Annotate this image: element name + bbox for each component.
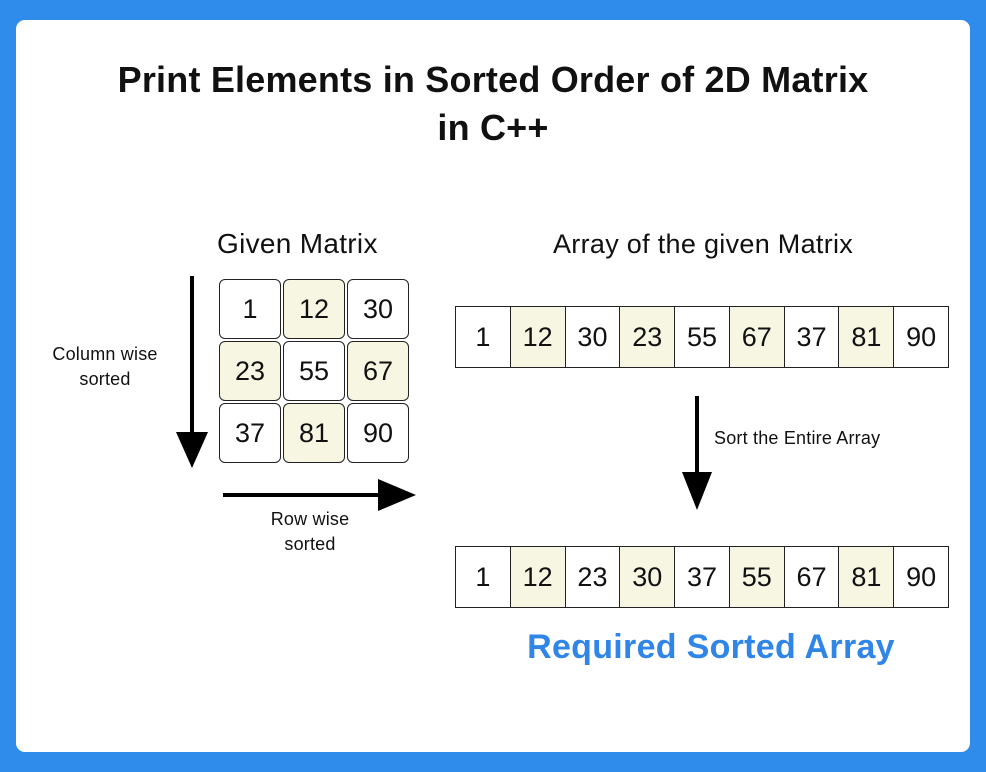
array-cell: 1 — [456, 307, 511, 367]
column-sorted-arrow-icon — [176, 276, 208, 468]
sort-arrow-icon — [682, 396, 712, 510]
array-cell: 12 — [510, 547, 566, 607]
matrix-cell: 12 — [283, 279, 345, 339]
matrix-cell: 81 — [283, 403, 345, 463]
matrix-cell: 30 — [347, 279, 409, 339]
matrix-cell: 67 — [347, 341, 409, 401]
array-cell: 1 — [456, 547, 511, 607]
flattened-array: 1 12 30 23 55 67 37 81 90 — [455, 306, 949, 368]
given-matrix-label: Given Matrix — [217, 228, 378, 259]
array-cell: 81 — [839, 307, 895, 367]
array-cell: 55 — [675, 307, 730, 367]
given-matrix: 1 12 30 23 55 67 37 81 90 — [219, 279, 409, 463]
array-cell: 67 — [784, 547, 840, 607]
array-cell: 67 — [729, 307, 785, 367]
matrix-cell: 55 — [283, 341, 345, 401]
array-cell: 55 — [729, 547, 785, 607]
array-cell: 23 — [620, 307, 676, 367]
array-cell: 30 — [565, 307, 621, 367]
sorted-array-caption: Required Sorted Array — [527, 628, 895, 666]
array-label: Array of the given Matrix — [553, 229, 854, 259]
array-cell: 37 — [784, 307, 840, 367]
row-sorted-arrow-icon — [223, 479, 416, 511]
diagram-card — [16, 20, 970, 752]
title-line-1: Print Elements in Sorted Order of 2D Mat… — [117, 59, 869, 100]
matrix-cell: 90 — [347, 403, 409, 463]
page-title: Print Elements in Sorted Order of 2D Mat… — [0, 56, 986, 152]
matrix-cell: 1 — [219, 279, 281, 339]
array-cell: 37 — [675, 547, 730, 607]
sort-step-label: Sort the Entire Array — [714, 428, 881, 448]
sorted-array: 1 12 23 30 37 55 67 81 90 — [455, 546, 949, 608]
matrix-cell: 23 — [219, 341, 281, 401]
array-cell: 90 — [894, 547, 949, 607]
array-cell: 23 — [565, 547, 621, 607]
array-cell: 81 — [839, 547, 895, 607]
matrix-cell: 37 — [219, 403, 281, 463]
column-sorted-label: Column wise sorted — [52, 344, 158, 389]
title-line-2: in C++ — [437, 107, 549, 148]
array-cell: 30 — [620, 547, 676, 607]
row-sorted-label: Row wise sorted — [270, 509, 350, 554]
array-cell: 90 — [894, 307, 949, 367]
array-cell: 12 — [510, 307, 566, 367]
